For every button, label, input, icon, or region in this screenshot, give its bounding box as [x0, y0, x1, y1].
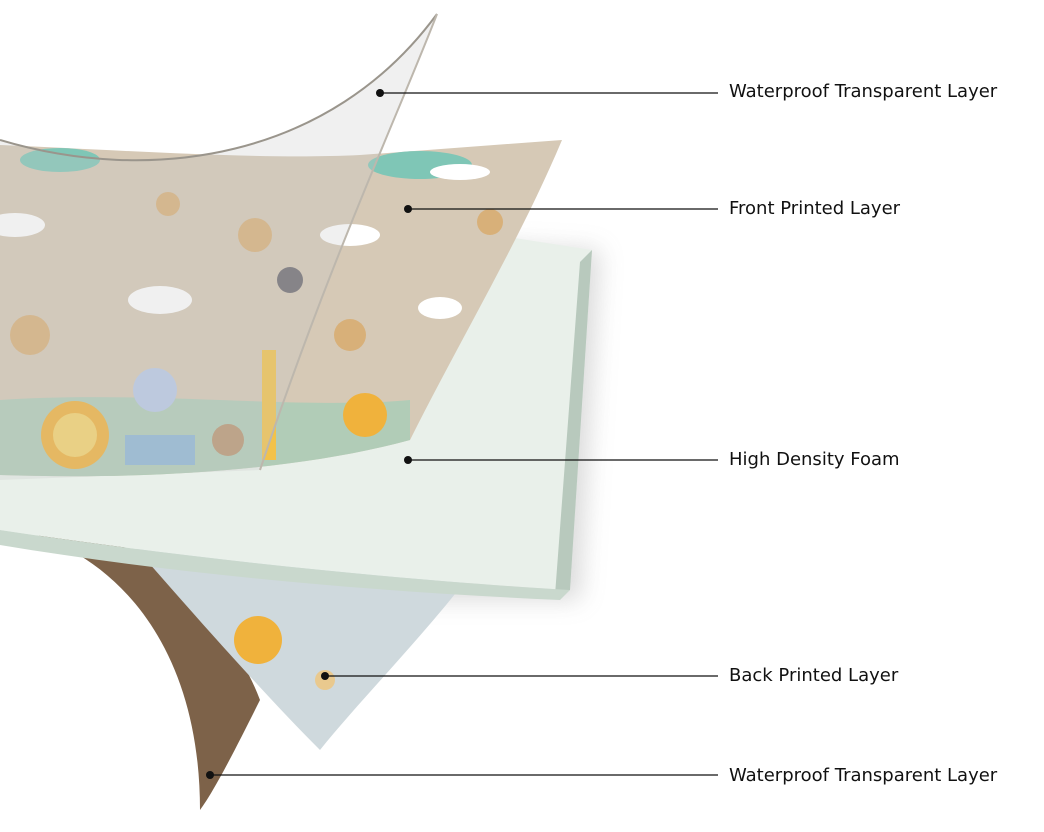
label-back-printed: Back Printed Layer: [729, 665, 899, 686]
label-waterproof-bottom: Waterproof Transparent Layer: [729, 765, 998, 786]
top-sheet-edge: [0, 13, 438, 162]
leader-lines: [210, 92, 718, 776]
back-lion-illustration: [234, 616, 282, 664]
leader-dots: [206, 89, 412, 779]
foam-edge: [555, 250, 592, 595]
top-sheet-fold: [259, 13, 438, 471]
animal-illustrations: [0, 148, 503, 469]
top-waterproof-sheet: [0, 14, 437, 480]
label-foam: High Density Foam: [729, 449, 900, 470]
bottom-waterproof-sheet: [0, 520, 260, 810]
label-front-printed: Front Printed Layer: [729, 198, 901, 219]
foam-bottom-edge: [0, 530, 570, 600]
label-waterproof-top: Waterproof Transparent Layer: [729, 81, 998, 102]
